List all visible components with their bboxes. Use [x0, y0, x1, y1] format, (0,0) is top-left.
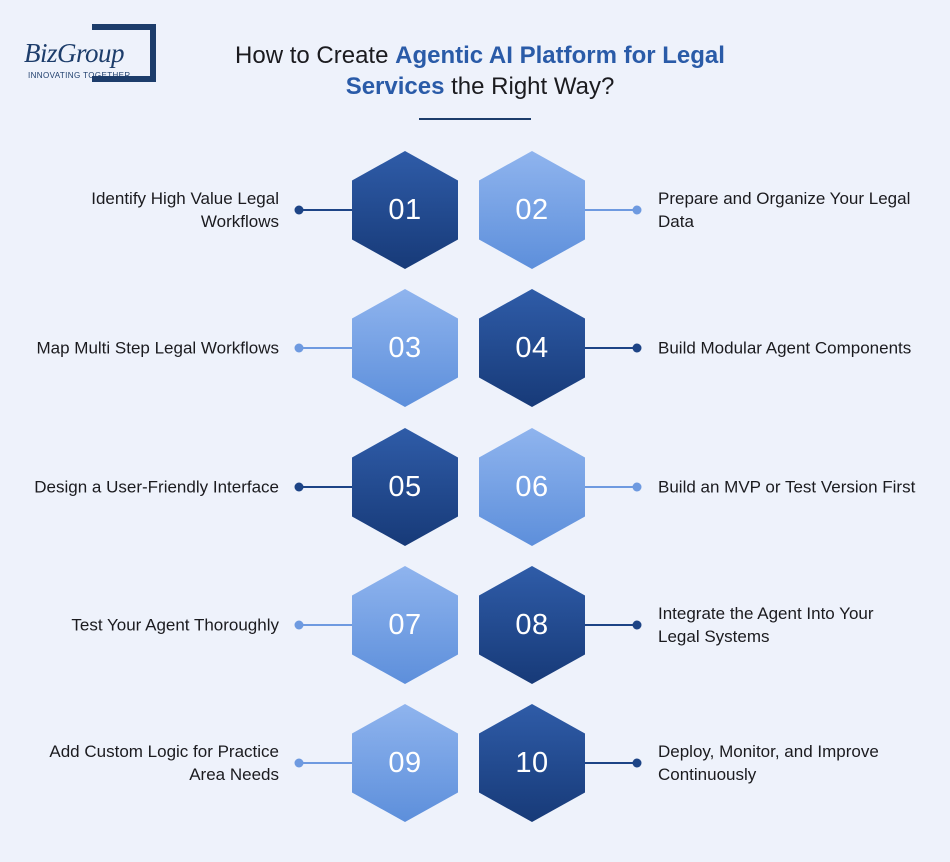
page-title: How to Create Agentic AI Platform for Le…: [200, 40, 760, 102]
step-hexagon: 07: [352, 566, 458, 684]
title-underline: [419, 118, 531, 120]
logo-frame: [92, 24, 156, 82]
logo-tagline: INNOVATING TOGETHER: [28, 71, 131, 80]
connector-dot: [632, 758, 642, 768]
step-number: 06: [515, 470, 549, 503]
step-number: 07: [388, 608, 422, 641]
step-number: 10: [515, 746, 549, 779]
step-label: Design a User-Friendly Interface: [34, 477, 279, 497]
step-label: Integrate the Agent Into Your Legal Syst…: [658, 604, 874, 646]
step-label: Add Custom Logic for Practice Area Needs: [49, 742, 279, 784]
connector-dot: [632, 205, 642, 215]
connector-dot: [632, 482, 642, 492]
connector-dot: [294, 482, 304, 492]
step-hexagon: 01: [352, 151, 458, 269]
step-number: 09: [388, 746, 422, 779]
connector-dot: [294, 343, 304, 353]
step-number: 05: [388, 470, 422, 503]
step-hexagon: 09: [352, 704, 458, 822]
step-hexagon: 10: [479, 704, 585, 822]
step-number: 08: [515, 608, 549, 641]
step-hexagon: 08: [479, 566, 585, 684]
step-label: Map Multi Step Legal Workflows: [36, 338, 279, 358]
connector-dot: [294, 758, 304, 768]
step-label: Test Your Agent Thoroughly: [71, 615, 279, 635]
step-label: Prepare and Organize Your Legal Data: [658, 189, 911, 231]
connector-dot: [294, 620, 304, 630]
step-label: Identify High Value Legal Workflows: [91, 189, 279, 231]
connector-dot: [632, 343, 642, 353]
bizgroup-logo: BizGroup INNOVATING TOGETHER: [22, 24, 156, 84]
connector-dot: [294, 205, 304, 215]
step-label: Deploy, Monitor, and Improve Continuousl…: [658, 742, 879, 784]
step-label: Build Modular Agent Components: [658, 338, 912, 358]
step-number: 04: [515, 331, 549, 364]
step-number: 02: [515, 193, 549, 226]
connector-dot: [632, 620, 642, 630]
title-suffix: the Right Way?: [444, 73, 615, 100]
step-hexagon: 02: [479, 151, 585, 269]
step-label: Build an MVP or Test Version First: [658, 477, 916, 497]
step-number: 03: [388, 331, 422, 364]
title-accent: Agentic AI Platform for Legal Services: [345, 42, 725, 100]
logo-name: BizGroup: [24, 38, 125, 68]
title-prefix: How to Create: [235, 42, 396, 69]
step-number: 01: [388, 193, 422, 226]
